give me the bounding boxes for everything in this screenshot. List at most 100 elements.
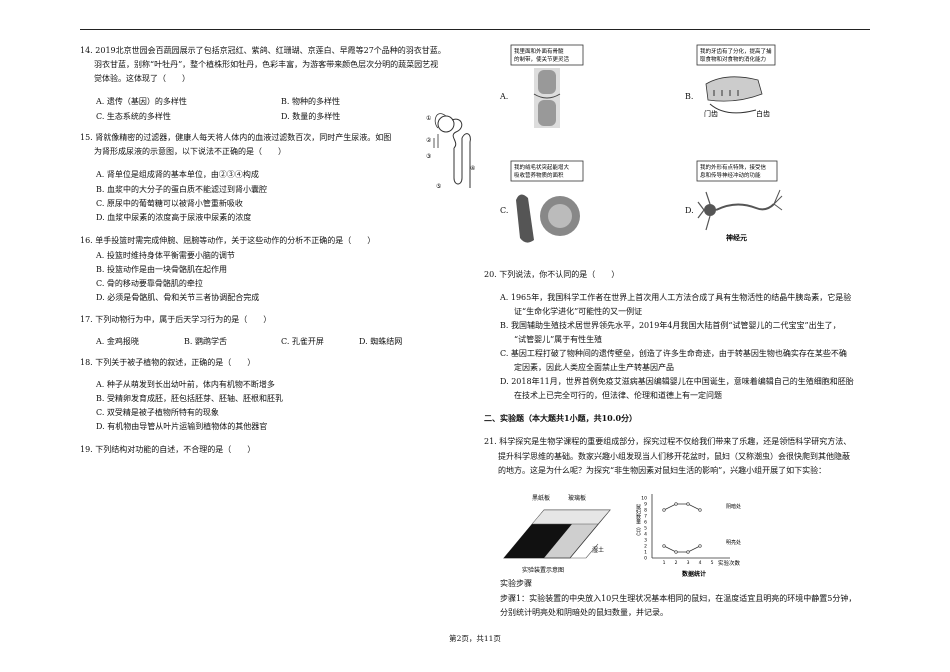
q18-option-b[interactable]: B. 受精卵发育成胚，胚包括胚芽、胚轴、胚根和胚乳 — [96, 394, 283, 403]
y-tick-label: 9 — [644, 502, 647, 508]
fig-label-5: ⑤ — [436, 183, 441, 190]
q21-step1-line-2: 分别统计明亮处和阴暗处的鼠妇数量，并记录。 — [500, 608, 668, 617]
q18-line-1: 18. 下列关于被子植物的叙述，正确的是（ ） — [80, 358, 256, 367]
chart-axes — [651, 494, 730, 559]
teeth-image[interactable]: 我的牙齿有了分化，提高了捕 取食物和对食物的消化能力 门齿 白齿 — [696, 44, 776, 130]
page-footer: 第2页，共11页 — [449, 634, 501, 643]
data-point — [674, 502, 678, 506]
y-tick-label: 10 — [641, 496, 647, 502]
q20-option-d-line-1[interactable]: D. 2018年11月，世界首例免疫艾滋病基因编辑婴儿在中国诞生，意味着编辑自己… — [500, 377, 854, 386]
apparatus-label-glass: 玻璃板 — [568, 494, 586, 502]
x-tick-label: 3 — [687, 560, 690, 566]
x-tick-label: 2 — [675, 560, 678, 566]
q20-option-a-line-1[interactable]: A. 1965年，我国科学工作者在世界上首次用人工方法合成了具有生物活性的结晶牛… — [500, 293, 852, 302]
data-point — [698, 544, 702, 548]
joint-image[interactable]: 我里面和外面有骨髓 的制带，使关节更灵活 — [510, 44, 584, 130]
y-tick-label: 2 — [644, 544, 647, 550]
apparatus-diagram: 黑纸板 玻璃板 湿土 实验装置示意图 — [503, 494, 611, 574]
villi-image[interactable]: 我的绒毛状突起能增大 吸收营养物质的面积 — [510, 160, 584, 246]
q16-line-1: 16. 单手投篮时需完成伸腕、屈腕等动作，关于这些动作的分析不正确的是（ ） — [80, 236, 376, 245]
q14-option-c[interactable]: C. 生态系统的多样性 — [96, 112, 171, 121]
q21-line-3: 的地方。这是为什么呢？为探究“非生物因素对鼠妇生活的影响”，兴趣小组开展了如下实… — [498, 466, 827, 475]
data-point — [662, 544, 666, 548]
q16-option-c[interactable]: C. 骨的移动要靠骨骼肌的牵拉 — [96, 279, 203, 288]
chart-caption: 数据统计 — [682, 570, 706, 578]
neuron-caption-2: 息和传导神经冲动的功能 — [700, 171, 761, 179]
y-tick-label: 7 — [644, 514, 647, 520]
section-title: 二、实验题（本大题共1小题，共10.0分） — [484, 413, 638, 423]
fig-label-2: ② — [426, 137, 432, 144]
q21-line-2: 提升科学思维的基础。数家兴趣小组发现当人们移开花盆时，鼠妇（又称潮虫）会很快爬到… — [498, 452, 850, 461]
y-tick-label: 0 — [644, 556, 647, 562]
chart-series — [662, 502, 702, 554]
x-tick-label: 1 — [663, 560, 666, 566]
q16-option-d[interactable]: D. 必须是骨骼肌、骨和关节三者协调配合完成 — [96, 293, 260, 302]
data-point — [698, 508, 702, 512]
neuron-caption-1: 我的外形有点特殊，接受信 — [700, 163, 767, 171]
apparatus-caption: 实验装置示意图 — [522, 566, 564, 574]
q15-line-2: 为肾形成尿液的示意图，以下说法不正确的是（ ） — [94, 147, 286, 156]
q17-option-d[interactable]: D. 蜘蛛结网 — [359, 337, 403, 346]
y-tick-label: 5 — [644, 526, 647, 532]
q20-option-c-line-1[interactable]: C. 基因工程打破了物种间的遗传壁垒，创造了许多生命奇迹，由于转基因生物也确实存… — [500, 349, 847, 358]
q21-steps-title: 实验步骤 — [500, 579, 532, 588]
q15-line-1: 15. 肾就像精密的过滤器，健康人每天将人体内的血液过滤数百次，同时产生尿液。如… — [80, 133, 392, 142]
data-point — [686, 502, 690, 506]
apparatus-label-black: 黑纸板 — [532, 494, 550, 502]
q20-option-b-line-1[interactable]: B. 我国辅助生殖技术居世界领先水平，2019年4月我国大陆首例“试管婴儿的二代… — [500, 321, 841, 330]
q20-line-1: 20. 下列说法，你不认同的是（ ） — [484, 270, 620, 279]
fig-label-4: ④ — [470, 165, 475, 172]
y-tick-label: 6 — [644, 520, 647, 526]
x-tick-label: 5 — [711, 560, 714, 566]
teeth-caption-2: 取食物和对食物的消化能力 — [700, 55, 766, 63]
legend-bright: 明亮处 — [726, 539, 741, 546]
q15-option-c[interactable]: C. 原尿中的葡萄糖可以被肾小管重新吸收 — [96, 199, 243, 208]
series-line-dark — [663, 503, 701, 511]
q18-option-a[interactable]: A. 种子从萌发到长出幼叶前，体内有机物不断增多 — [96, 380, 275, 389]
fig-label-3: ③ — [426, 153, 431, 160]
q21-step1-line-1: 步骤1：实验装置的中央放入10只生理状况基本相同的鼠妇，在温度适宜且明亮的环境中… — [500, 594, 857, 603]
q19-option-a-label[interactable]: A. — [500, 92, 509, 101]
neuron-image[interactable]: 我的外形有点特殊，接受信 息和传导神经冲动的功能 神经元 — [696, 160, 786, 246]
y-tick-label: 1 — [644, 550, 647, 556]
q20-option-c-line-2: 定因素，因此人类应全面禁止生产转基因产品 — [514, 363, 674, 372]
series-line-bright — [663, 545, 701, 553]
teeth-caption-1: 我的牙齿有了分化，提高了捕 — [700, 47, 772, 55]
q20-option-d-line-2: 在技术上已完全可行的，但法律、伦理和道德上有一定问题 — [514, 391, 722, 400]
q17-option-c[interactable]: C. 孔雀开屏 — [281, 337, 324, 346]
villi-caption-2: 吸收营养物质的面积 — [514, 171, 564, 179]
q20-option-b-line-2: “试管婴儿”属于有性生殖 — [514, 335, 603, 344]
q19-option-c-label[interactable]: C. — [500, 206, 509, 215]
villi-caption-1: 我的绒毛状突起能增大 — [514, 163, 570, 171]
joint-caption-2: 的制带，使关节更灵活 — [514, 55, 570, 63]
q14-option-b[interactable]: B. 物种的多样性 — [281, 97, 340, 106]
data-point — [686, 550, 690, 554]
q14-line-3: 觉体验。这体现了（ ） — [94, 74, 190, 83]
joint-caption-1: 我里面和外面有骨髓 — [514, 47, 564, 55]
fig-label-1: ① — [426, 115, 431, 122]
q20-option-a-line-2: 证“生命化学进化”可能性的又一例证 — [514, 307, 643, 316]
q15-option-b[interactable]: B. 血浆中的大分子的蛋白质不能滤过到肾小囊腔 — [96, 185, 267, 194]
q21-line-1: 21. 科学探究是生物学课程的重要组成部分，探究过程不仅给我们带来了乐趣，还是领… — [484, 437, 852, 446]
q17-option-b[interactable]: B. 鹦鹉学舌 — [184, 337, 227, 346]
q16-option-b[interactable]: B. 投篮动作是由一块骨骼肌在起作用 — [96, 265, 227, 274]
q19-option-b-label[interactable]: B. — [685, 92, 694, 101]
q14-option-a[interactable]: A. 遗传（基因）的多样性 — [96, 97, 187, 106]
q14-option-d[interactable]: D. 数量的多样性 — [281, 112, 341, 121]
q15-option-a[interactable]: A. 肾单位是组成肾的基本单位，由②③④构成 — [96, 170, 259, 179]
q19-line-1: 19. 下列结构对功能的自述，不合理的是（ ） — [80, 445, 256, 454]
q15-option-d[interactable]: D. 血浆中尿素的浓度高于尿液中尿素的浓度 — [96, 213, 252, 222]
q18-option-d[interactable]: D. 有机物由导管从叶片运输到植物体的其他器官 — [96, 422, 268, 431]
q18-option-c[interactable]: C. 双受精是被子植物所特有的现象 — [96, 408, 219, 417]
chart-ylabel: 鼠妇数量（只） — [635, 503, 641, 539]
q17-option-a[interactable]: A. 金鸡报晓 — [96, 337, 139, 346]
y-tick-label: 3 — [644, 538, 647, 544]
x-tick-label: 4 — [699, 560, 702, 566]
q16-option-a[interactable]: A. 投篮时维持身体平衡需要小脑的调节 — [96, 251, 235, 260]
q19-option-d-label[interactable]: D. — [685, 206, 694, 215]
chart-xlabel: 实验次数 — [718, 559, 741, 567]
header-rule — [80, 29, 870, 30]
apparatus-label-soil: 湿土 — [592, 546, 604, 554]
